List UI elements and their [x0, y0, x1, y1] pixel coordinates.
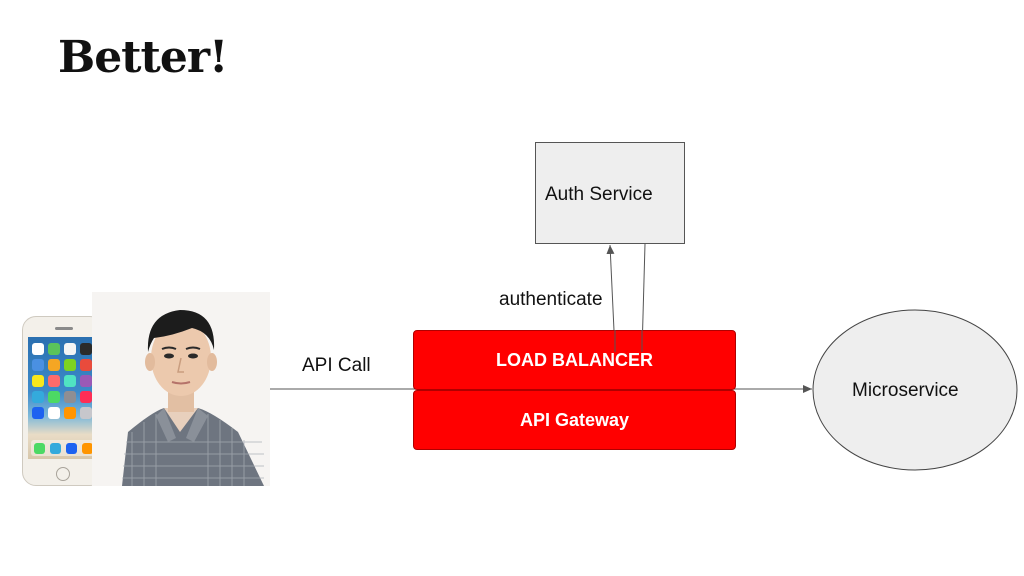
api-gateway-label: API Gateway — [519, 409, 630, 430]
phone-dock — [31, 440, 95, 456]
phone-screen — [28, 337, 98, 459]
slide-title: Better! — [58, 32, 228, 83]
api-call-edge-label: API Call — [302, 355, 371, 376]
person-icon — [122, 310, 264, 486]
api-gateway-node: API Gateway — [413, 390, 736, 450]
phone-app-grid — [32, 343, 92, 419]
microservice-node-shape — [812, 309, 1018, 471]
authenticate-edge-label: authenticate — [499, 289, 603, 310]
microservice-label: Microservice — [852, 380, 959, 401]
phone-speaker — [55, 327, 73, 330]
user-photo — [92, 292, 270, 486]
load-balancer-label: LOAD BALANCER — [496, 349, 653, 370]
load-balancer-node: LOAD BALANCER — [413, 330, 736, 390]
phone-home-button — [56, 467, 70, 481]
auth-service-node — [535, 142, 685, 244]
auth-service-label: Auth Service — [545, 184, 653, 205]
